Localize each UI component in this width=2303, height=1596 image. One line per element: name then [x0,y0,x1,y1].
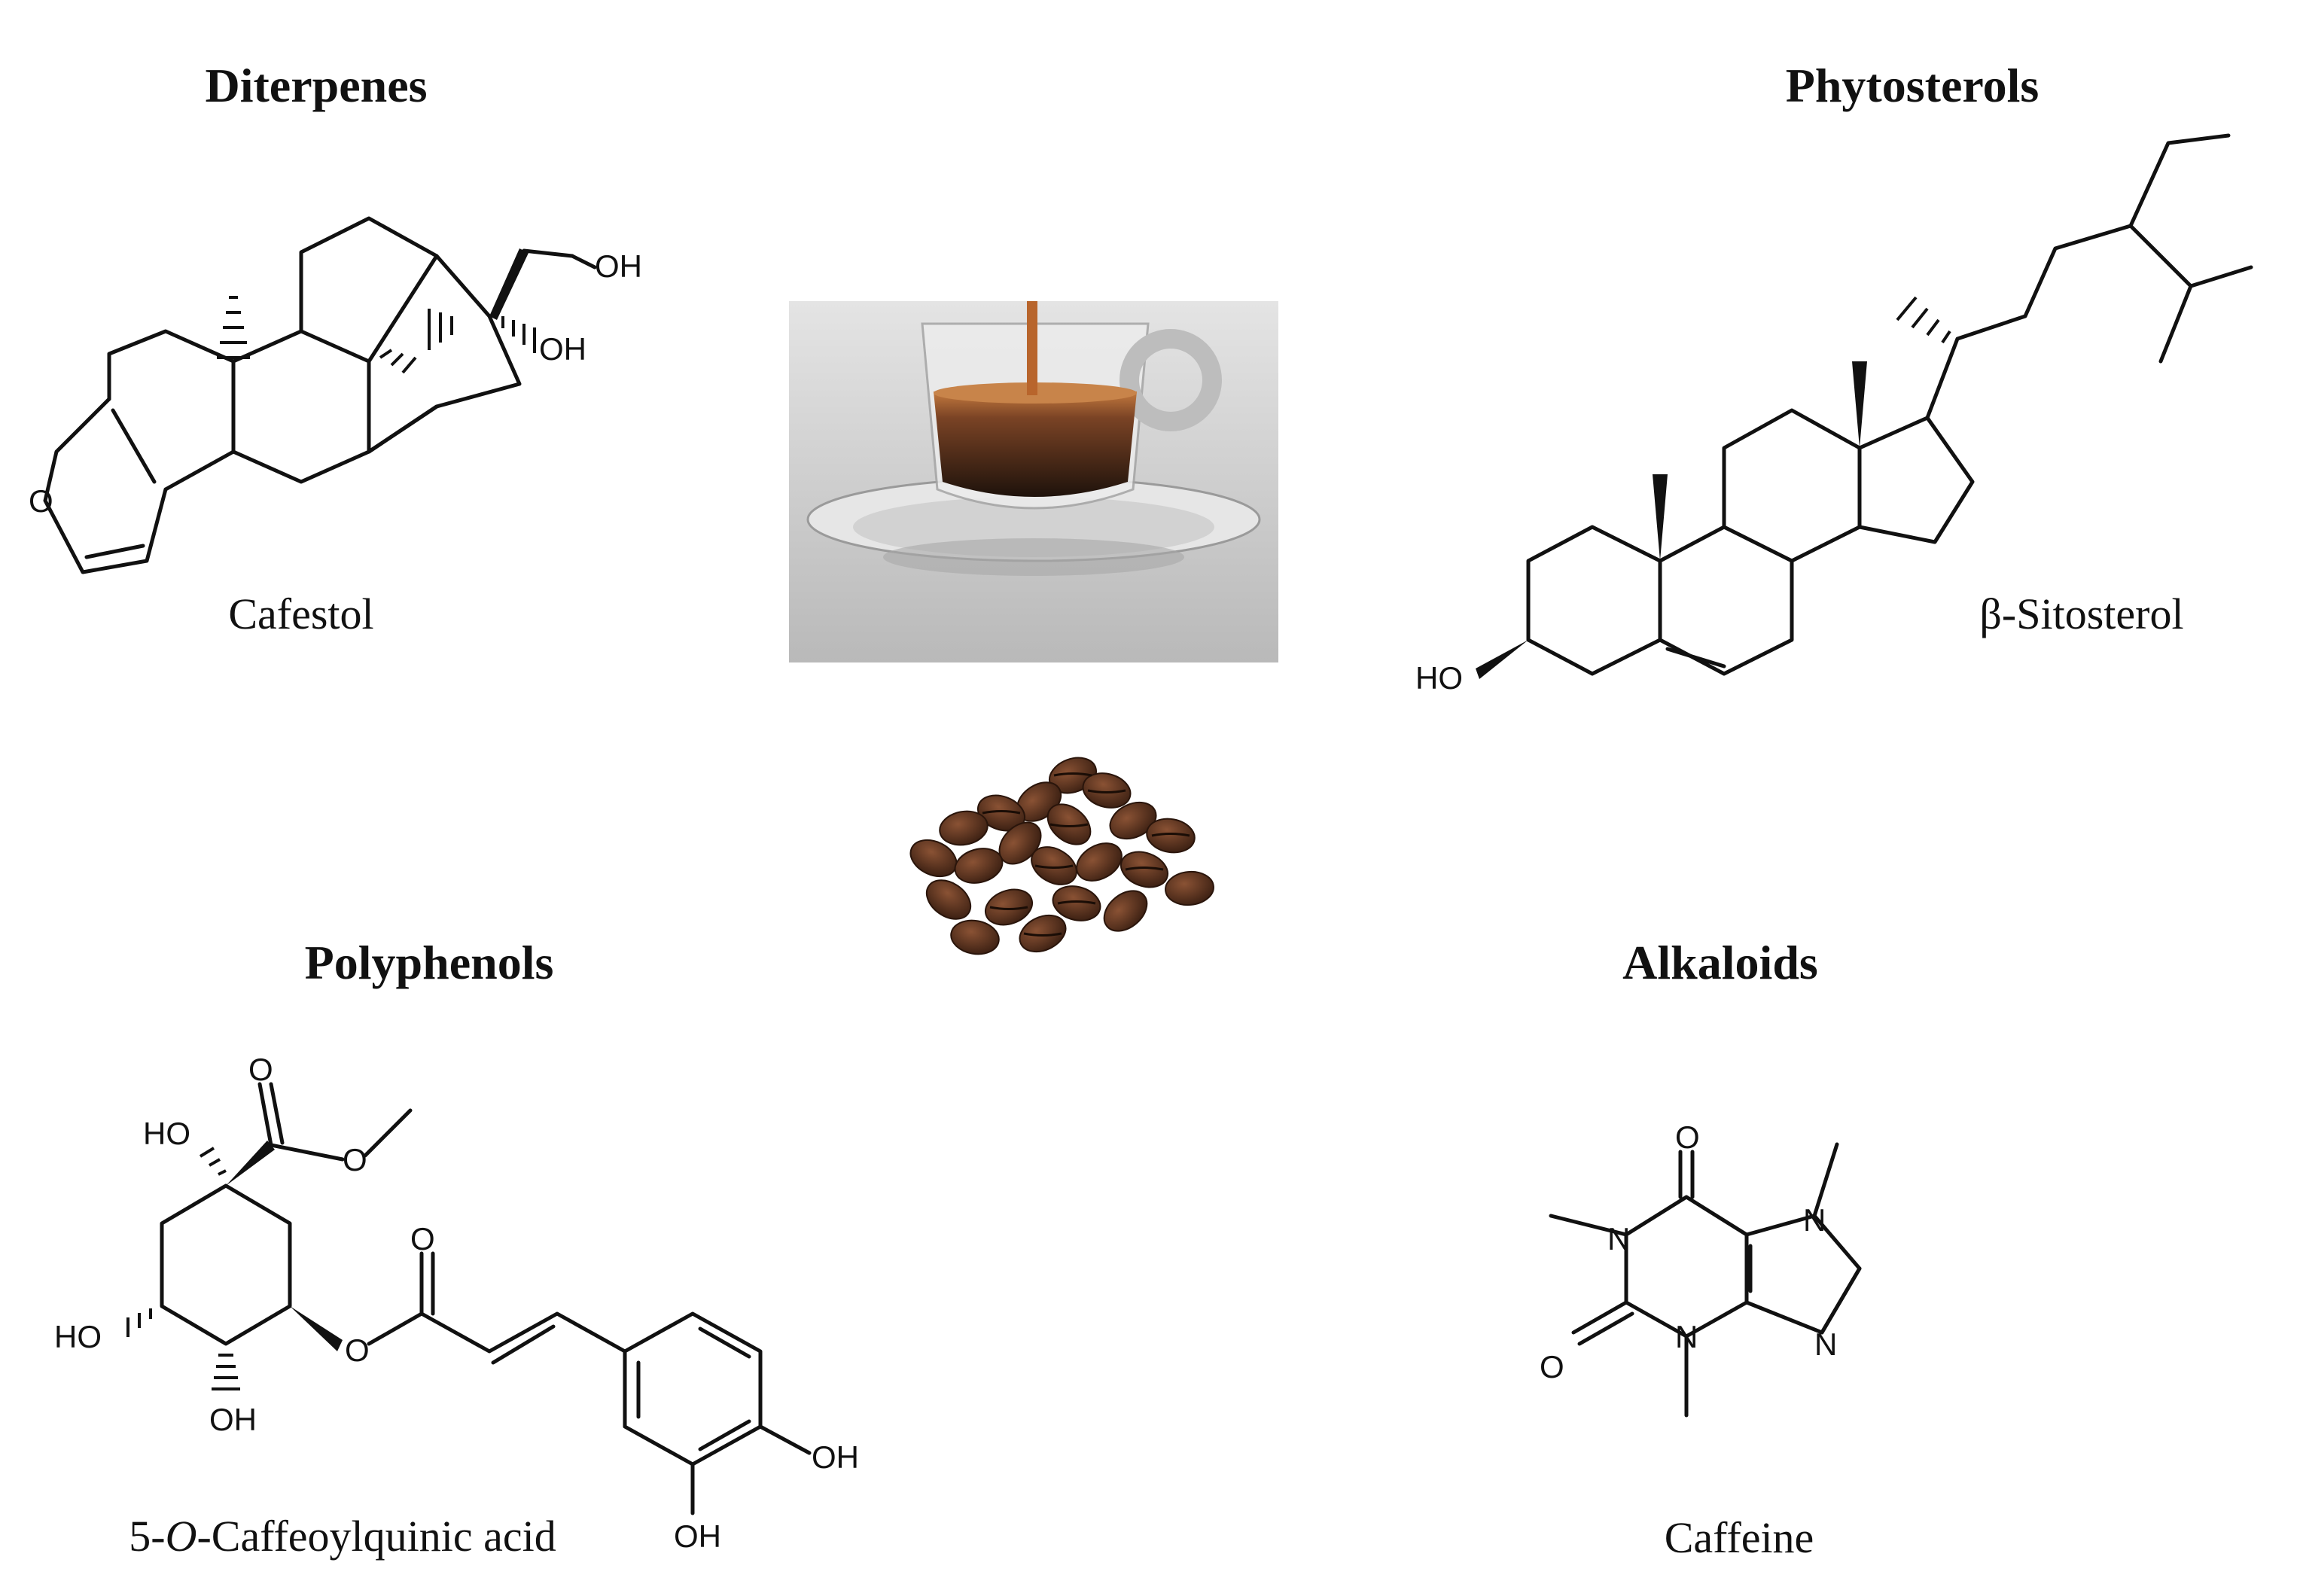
cqa-ho-top: HO [143,1116,190,1151]
caffeine-structure: O O N N N N [1540,1119,1862,1418]
cqa-caption: 5-O-Caffeoylquinic acid [129,1512,556,1561]
caffeine-n7: N [1803,1202,1826,1238]
cafestol-caption: Cafestol [228,589,373,638]
caffeine-n3: N [1675,1319,1698,1354]
caffeine-o-top: O [1675,1119,1700,1155]
cafestol-oh-2: OH [539,331,586,367]
cqa-o-acyl: O [410,1221,435,1256]
caffeine-caption: Caffeine [1665,1513,1814,1562]
cqa-ho-left: HO [54,1319,102,1354]
cafestol-o: O [29,483,53,519]
cqa-oh-bottom: OH [209,1402,257,1437]
cqa-oh-ring-1: OH [812,1439,859,1475]
coffee-beans-photo [909,757,1214,955]
cqa-o-ester: O [343,1142,367,1177]
cafestol-oh-1: OH [595,248,642,284]
caffeine-o-left: O [1540,1349,1564,1384]
diterpenes-heading: Diterpenes [205,59,427,112]
cqa-o-link: O [345,1333,370,1368]
sitosterol-caption: β-Sitosterol [1979,589,2183,638]
sitosterol-structure: HO [1415,133,2253,696]
caffeine-n1: N [1607,1221,1630,1256]
cqa-oh-ring-2: OH [674,1518,721,1554]
caffeine-n9: N [1814,1326,1837,1362]
polyphenols-heading: Polyphenols [305,936,554,989]
sitosterol-ho: HO [1415,660,1463,696]
phytosterols-heading: Phytosterols [1786,59,2039,112]
cqa-structure: O O HO HO OH O O [54,1052,859,1554]
cqa-o-carbonyl: O [248,1052,273,1087]
alkaloids-heading: Alkaloids [1622,936,1818,989]
cafestol-structure: OH OH O [29,216,642,574]
espresso-cup-photo [789,301,1278,662]
